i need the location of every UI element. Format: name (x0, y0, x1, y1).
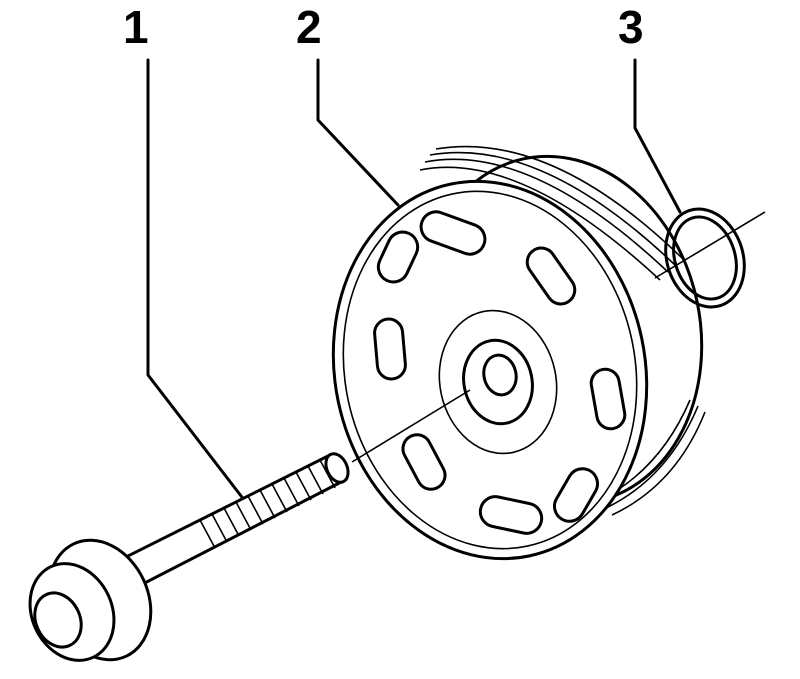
callout-number-2: 2 (296, 1, 322, 53)
callout-number-1: 1 (123, 1, 149, 53)
o-ring (664, 207, 746, 309)
leader-lines (146, 58, 682, 507)
callout-number-3: 3 (618, 1, 644, 53)
bolt (28, 452, 350, 662)
leader-line-2 (316, 58, 400, 207)
leader-line-3 (633, 58, 682, 214)
pulley (331, 145, 706, 561)
leader-line-1 (146, 58, 250, 507)
